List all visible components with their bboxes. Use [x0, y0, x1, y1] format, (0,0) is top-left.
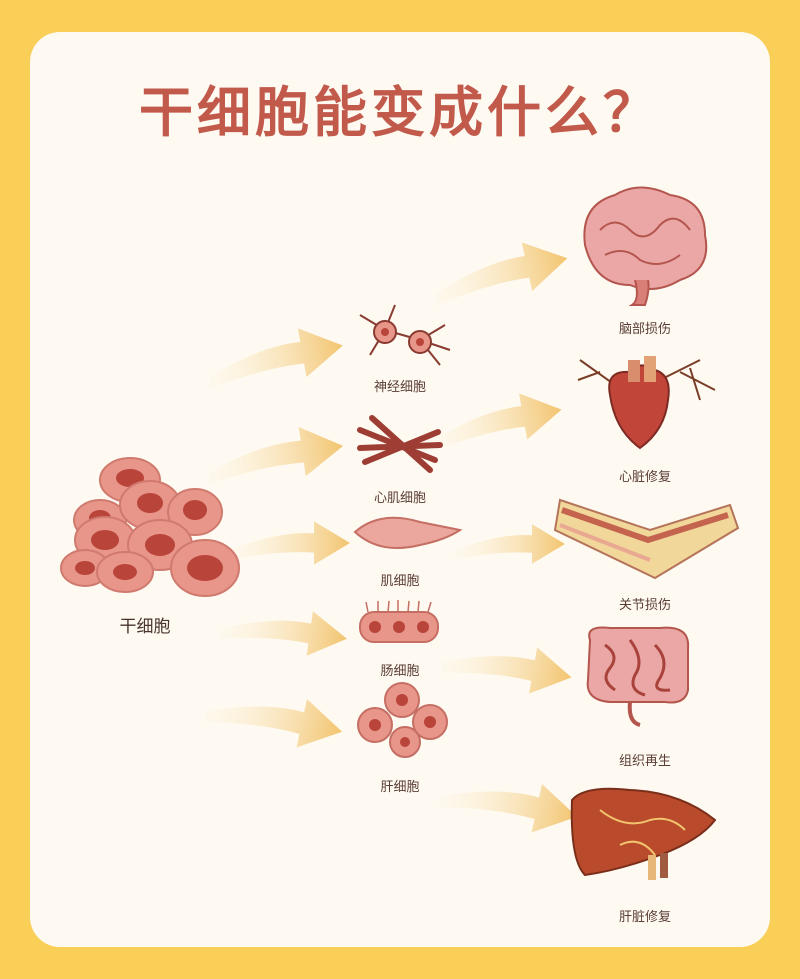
arrow-to-brain	[427, 233, 573, 311]
heart-label: 心脏修复	[618, 470, 671, 485]
arrow-to-muscle	[230, 521, 350, 565]
cardiac-muscle-cell-label: 心肌细胞	[373, 491, 426, 506]
arrow-to-neuron	[203, 321, 348, 394]
neuron-icon	[359, 304, 451, 366]
page-title: 干细胞能变成什么？	[139, 81, 661, 144]
arrow-to-liver-cell	[202, 678, 348, 756]
stem-cell-cluster-icon	[60, 457, 240, 597]
intestine-icon	[586, 626, 690, 727]
cardiac-muscle-cell-icon	[357, 415, 443, 473]
intestinal-cell-label: 肠细胞	[380, 664, 420, 679]
arrow-to-heart	[429, 386, 566, 456]
intestinal-cell-icon	[359, 600, 439, 643]
liver-cell-label: 肝细胞	[380, 780, 420, 795]
liver-label: 肝脏修复	[618, 910, 671, 925]
intestine-label: 组织再生	[618, 754, 671, 769]
heart-icon	[577, 356, 716, 450]
arrow-to-joint	[455, 524, 565, 564]
brain-icon	[583, 186, 708, 306]
muscle-cell-icon	[353, 516, 463, 549]
neuron-label: 神经细胞	[373, 380, 426, 395]
liver-cell-icon	[357, 682, 448, 758]
arrow-to-cardiac	[203, 421, 347, 490]
arrow-to-intestinal	[219, 599, 351, 661]
joint-label: 关节损伤	[618, 598, 671, 613]
muscle-cell-label: 肌细胞	[380, 574, 420, 589]
joint-icon	[553, 498, 740, 580]
brain-label: 脑部损伤	[618, 322, 671, 337]
stem-cell-label: 干细胞	[119, 617, 171, 637]
liver-icon	[570, 787, 717, 880]
